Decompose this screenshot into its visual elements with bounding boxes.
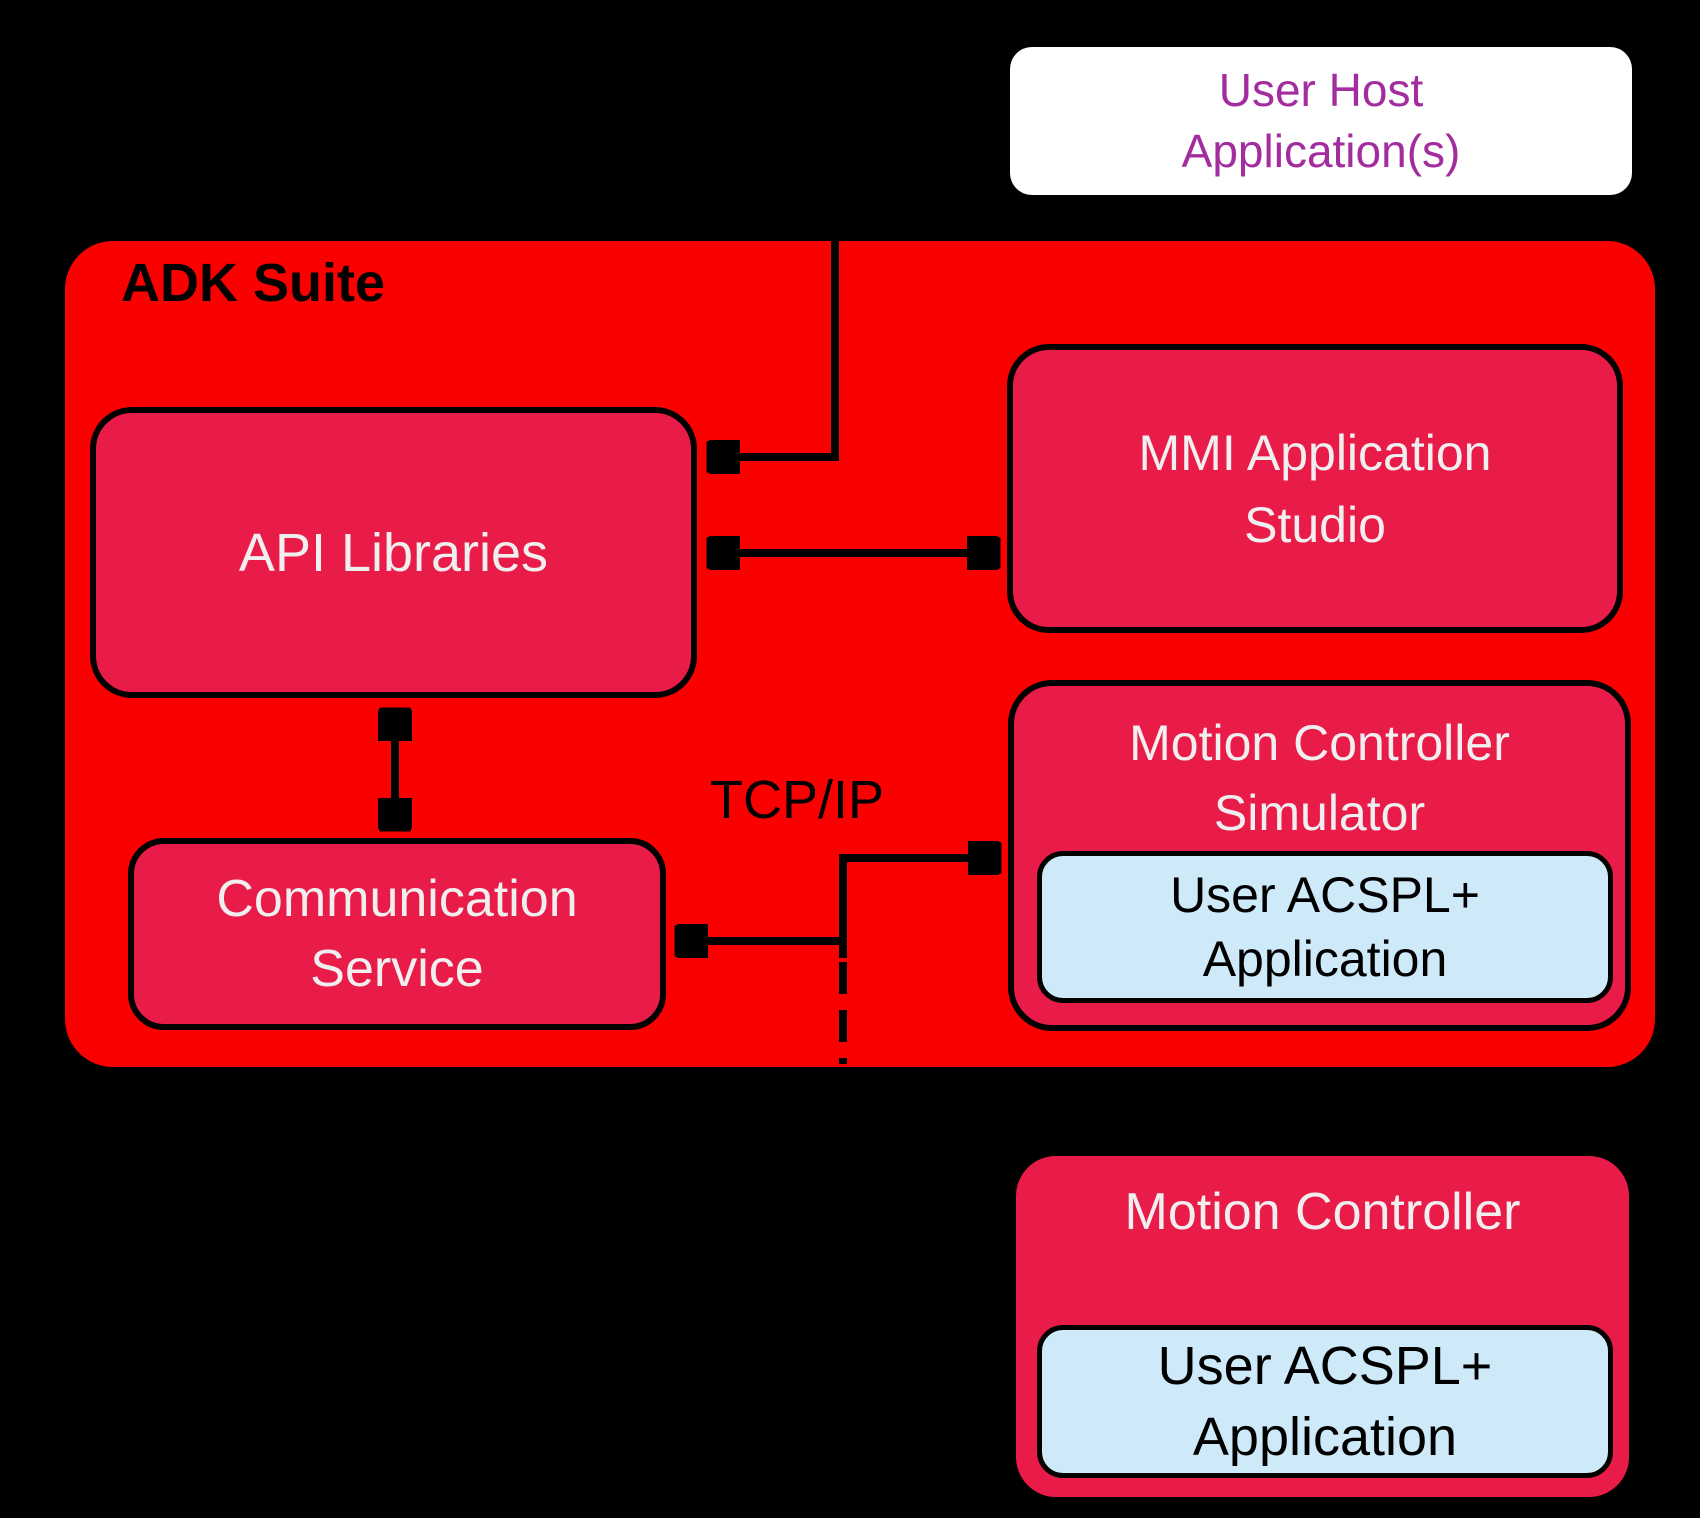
- mmi-application-studio-box: MMI Application Studio: [1007, 344, 1623, 633]
- motion-controller-label: Motion Controller: [1124, 1183, 1521, 1241]
- user-host-label-line2: Application(s): [1181, 125, 1461, 177]
- adk-suite-title: ADK Suite: [121, 253, 386, 313]
- comm-service-label-line1: Communication: [216, 870, 578, 928]
- user-host-label-line1: User Host: [1218, 64, 1424, 116]
- sim-user-app-label-line1: User ACSPL+: [1170, 867, 1480, 923]
- simulator-label-line1: Motion Controller: [1129, 715, 1510, 771]
- tcp-ip-label: TCP/IP: [709, 770, 885, 830]
- mc-user-app-label-line1: User ACSPL+: [1157, 1335, 1493, 1396]
- comm-service-label-line2: Service: [310, 940, 484, 998]
- api-libraries-label: API Libraries: [238, 522, 549, 583]
- mc-user-acspl-application-box: User ACSPL+ Application: [1037, 1325, 1613, 1478]
- mmi-studio-label-line2: Studio: [1244, 496, 1386, 553]
- user-host-applications-box: User Host Application(s): [1010, 47, 1632, 195]
- communication-service-box: Communication Service: [128, 838, 666, 1030]
- mmi-studio-label-line1: MMI Application: [1138, 424, 1492, 481]
- simulator-user-acspl-application-box: User ACSPL+ Application: [1037, 851, 1613, 1003]
- mc-user-app-label-line2: Application: [1192, 1406, 1458, 1467]
- simulator-label-line2: Simulator: [1213, 785, 1426, 841]
- sim-user-app-label-line2: Application: [1202, 931, 1448, 987]
- api-libraries-box: API Libraries: [90, 407, 697, 698]
